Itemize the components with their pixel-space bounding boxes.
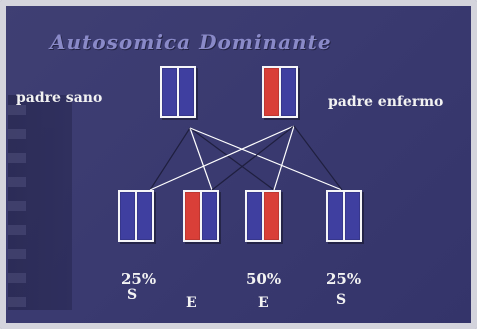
connector-line <box>149 125 295 191</box>
chromosome-affected <box>264 68 279 116</box>
chromosome-affected <box>264 192 279 240</box>
background-strip <box>8 95 72 310</box>
strip-hole <box>8 153 26 163</box>
strip-hole <box>8 225 26 235</box>
strip-hole <box>8 273 26 283</box>
strip-hole <box>8 297 26 307</box>
percent-middle: 50% <box>246 270 282 288</box>
connector-line <box>211 125 295 191</box>
chromosome-normal <box>345 192 360 240</box>
connector-line <box>273 125 295 191</box>
percent-left: 25% <box>121 270 157 288</box>
offspring-1-chromosomes <box>118 190 154 242</box>
chromosome-normal <box>137 192 152 240</box>
parent-sano-chromosomes <box>160 66 196 118</box>
strip-hole <box>8 201 26 211</box>
offspring-2-chromosomes <box>183 190 219 242</box>
strip-hole <box>8 105 26 115</box>
connector-line <box>189 127 343 191</box>
type-left: S <box>127 287 138 303</box>
connector-line <box>189 127 213 191</box>
connector-line <box>293 125 343 191</box>
percent-right: 25% <box>326 270 362 288</box>
offspring-4-chromosomes <box>326 190 362 242</box>
type-middle-left: E <box>186 295 197 311</box>
type-middle-right: E <box>258 295 269 311</box>
chromosome-normal <box>328 192 343 240</box>
chromosome-normal <box>202 192 217 240</box>
chromosome-normal <box>120 192 135 240</box>
diagram-title: Autosomica Dominante <box>50 30 332 54</box>
strip-hole <box>8 177 26 187</box>
strip-hole <box>8 249 26 259</box>
strip-hole <box>8 129 26 139</box>
label-padre-enfermo: padre enfermo <box>328 94 444 110</box>
parent-enfermo-chromosomes <box>262 66 298 118</box>
type-right: S <box>336 292 347 308</box>
chromosome-normal <box>281 68 296 116</box>
chromosome-normal <box>247 192 262 240</box>
chromosome-normal <box>179 68 194 116</box>
connector-line <box>149 127 191 191</box>
chromosome-affected <box>185 192 200 240</box>
label-padre-sano: padre sano <box>16 90 103 106</box>
chromosome-normal <box>162 68 177 116</box>
connector-line <box>189 127 275 191</box>
offspring-3-chromosomes <box>245 190 281 242</box>
